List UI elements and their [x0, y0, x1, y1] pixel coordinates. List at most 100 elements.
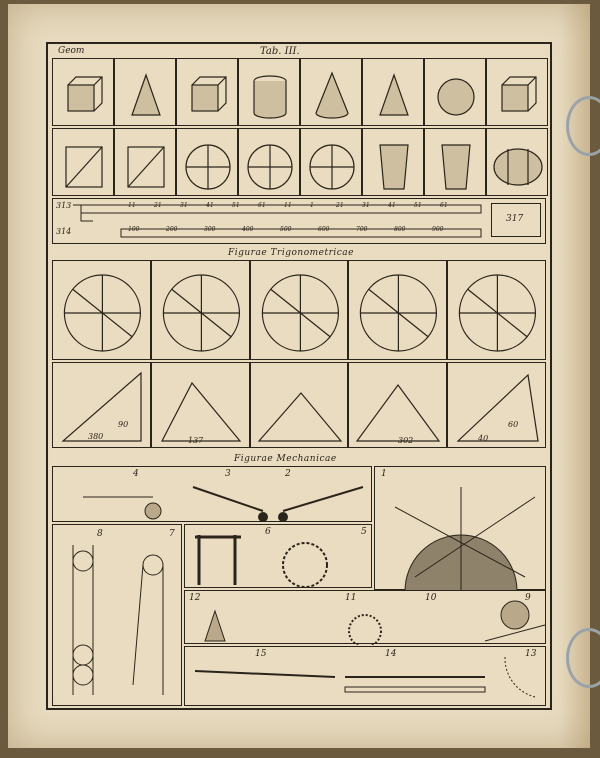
undefined-drawing [261, 274, 339, 352]
binder-ring-top [566, 96, 600, 156]
undefined-drawing [63, 274, 142, 352]
undefined-drawing [356, 383, 441, 442]
undefined [150, 362, 250, 448]
plate-title: Tab. III. [260, 46, 300, 57]
undefined-drawing [61, 371, 142, 442]
undefined-drawing [162, 274, 240, 352]
binder-ring-bottom [566, 628, 600, 688]
mech-7: 7 [169, 529, 175, 539]
trig-value-4: 40 [478, 434, 489, 443]
undefined-drawing [65, 146, 103, 188]
scale-b-mark: 500 [280, 226, 292, 233]
scale-b-mark: 600 [318, 226, 330, 233]
scale-strip: 313 314 317 [52, 198, 546, 244]
undefined [52, 128, 114, 196]
scale-a-mark: 41 [206, 202, 214, 209]
undefined [150, 260, 250, 360]
undefined-drawing [67, 76, 103, 112]
scale-b-mark: 100 [128, 226, 140, 233]
undefined-drawing [456, 373, 539, 442]
scale-b-mark: 800 [394, 226, 406, 233]
scale-a-mark: 11 [128, 202, 136, 209]
undefined-drawing [379, 144, 409, 190]
undefined [348, 362, 448, 448]
undefined [114, 58, 176, 126]
undefined-drawing [493, 148, 543, 186]
levers-drawing [83, 486, 364, 522]
mech-section-title: Figurae Mechanicae [234, 454, 337, 464]
mech-panel-levers: 4 3 2 [52, 466, 372, 522]
scale-a-mark: 11 [284, 202, 292, 209]
mech-panel-balances: 15 14 13 [184, 646, 546, 706]
undefined [300, 58, 362, 126]
undefined-drawing [441, 144, 471, 190]
undefined [176, 58, 238, 126]
undefined-drawing [247, 144, 293, 190]
gears-drawing [204, 600, 546, 645]
mech-9: 9 [525, 593, 531, 603]
mech-panel-sphere: 1 [374, 466, 546, 591]
undefined-drawing [131, 73, 161, 116]
scale-b-mark: 900 [432, 226, 444, 233]
undefined [486, 58, 548, 126]
undefined-drawing [257, 392, 342, 442]
undefined [238, 58, 300, 126]
trig-value-0: 380 [88, 432, 104, 441]
trig-section-title: Figurae Trigonometricae [228, 248, 355, 258]
scale-a-mark: 21 [336, 202, 344, 209]
scale-a-mark: 21 [154, 202, 162, 209]
undefined [300, 128, 362, 196]
scale-a-mark: 41 [388, 202, 396, 209]
mech-14: 14 [385, 649, 397, 659]
undefined [52, 58, 114, 126]
mech-1: 1 [381, 469, 387, 479]
undefined-drawing [360, 274, 438, 352]
undefined [348, 260, 448, 360]
scale-a-mark: 31 [362, 202, 370, 209]
scale-b-mark: 700 [356, 226, 368, 233]
undefined-drawing [379, 73, 409, 116]
mech-4: 4 [133, 469, 139, 479]
undefined-drawing [437, 78, 475, 116]
mech-15: 15 [255, 649, 267, 659]
undefined [424, 58, 486, 126]
undefined [486, 128, 548, 196]
scale-a-mark: 61 [258, 202, 266, 209]
undefined-drawing [253, 75, 287, 119]
mech-10: 10 [425, 593, 437, 603]
undefined [52, 362, 151, 448]
mech-8: 8 [97, 529, 103, 539]
mech-13: 13 [525, 649, 537, 659]
undefined [114, 128, 176, 196]
scale-b-mark: 200 [166, 226, 178, 233]
trig-value-3: 302 [398, 436, 414, 445]
trig-value-2: 137 [188, 436, 204, 445]
mech-2: 2 [285, 469, 291, 479]
undefined-drawing [191, 76, 227, 112]
wheels-drawing [195, 535, 328, 588]
scale-314-label: 314 [56, 227, 72, 236]
undefined [238, 128, 300, 196]
scale-b-mark: 300 [204, 226, 216, 233]
undefined [424, 128, 486, 196]
undefined-drawing [127, 146, 165, 188]
mech-6: 6 [265, 527, 271, 537]
trig-value-5: 60 [508, 420, 519, 429]
undefined [447, 260, 546, 360]
mech-panel-wheels: 6 5 [184, 524, 372, 588]
balances-drawing [194, 656, 536, 698]
undefined-drawing [309, 144, 355, 190]
undefined-drawing [458, 274, 537, 352]
scale-a-mark: 61 [440, 202, 448, 209]
undefined [249, 260, 349, 360]
scale-a-mark: 31 [180, 202, 188, 209]
sphere-drawing [394, 487, 536, 591]
undefined [362, 58, 424, 126]
undefined [447, 362, 546, 448]
pulleys-drawing [72, 545, 164, 695]
mech-panel-pulleys: 8 7 [52, 524, 182, 706]
trig-value-1: 90 [118, 420, 129, 429]
undefined [362, 128, 424, 196]
scale-drawing [73, 204, 482, 238]
undefined-drawing [185, 144, 231, 190]
